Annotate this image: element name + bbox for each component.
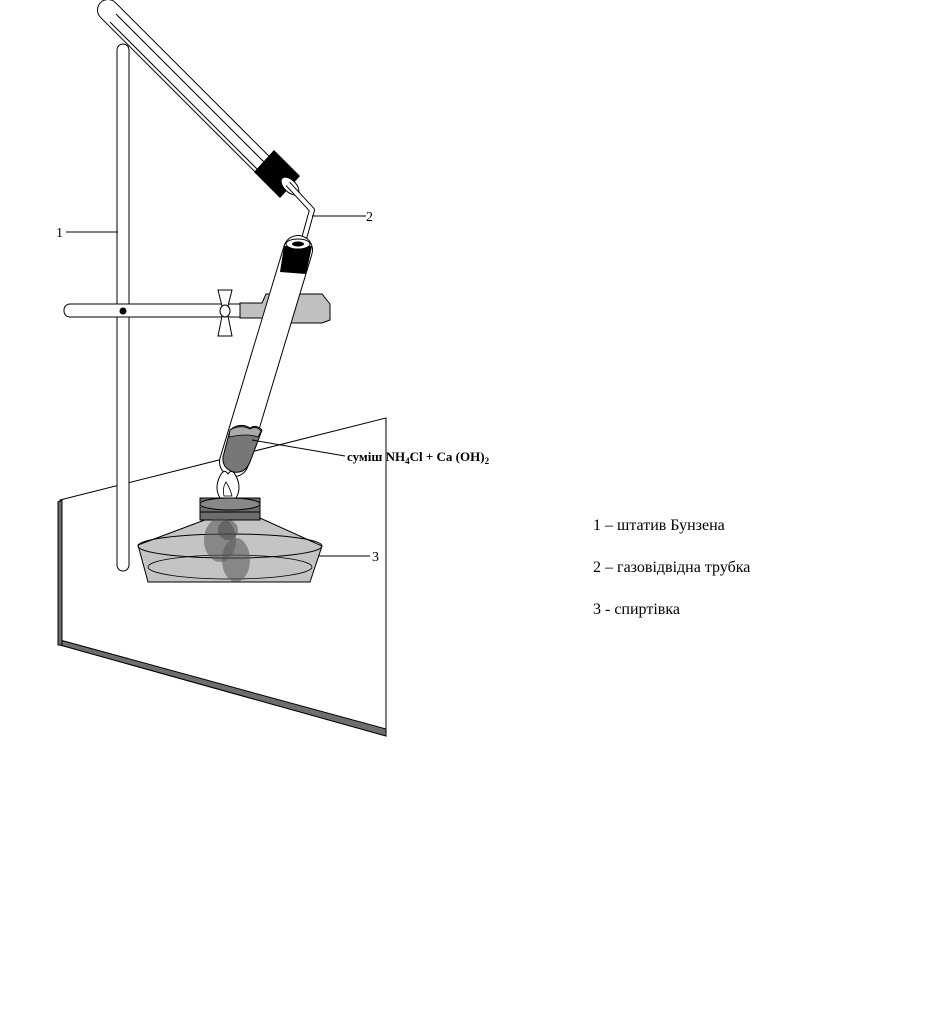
mixture-label-sub1: 4	[405, 456, 410, 466]
lower-stopper	[280, 246, 312, 274]
mixture-label-prefix: суміш NH	[347, 449, 405, 464]
table-left-edge	[57, 499, 63, 646]
callout-label-tube: 2	[366, 210, 373, 225]
legend-item-stand: 1 – штатив Бунзена	[593, 517, 725, 534]
callout-lines	[66, 215, 370, 557]
wick	[204, 518, 250, 582]
legend-item-tube: 2 – газовідвідна трубка	[593, 559, 751, 576]
callout-line-mixture	[251, 439, 346, 457]
mixture-label-mid: Cl + Ca (OH)	[410, 449, 485, 464]
delivery-tube	[97, 0, 315, 247]
callout-label-stand: 1	[56, 226, 63, 241]
mixture-label: суміш NH4Cl + Ca (OH)2	[347, 449, 490, 466]
legend: 1 – штатив Бунзена 2 – газовідвідна труб…	[593, 516, 750, 642]
alcohol-lamp	[137, 470, 323, 583]
mixture-label-sub2: 2	[485, 456, 490, 466]
legend-item-lamp: 3 - спиртівка	[593, 601, 680, 618]
callout-label-lamp: 3	[372, 550, 379, 565]
screw-wing-bottom	[217, 315, 233, 337]
reagent-mixture	[222, 424, 263, 473]
test-tube	[219, 235, 313, 477]
